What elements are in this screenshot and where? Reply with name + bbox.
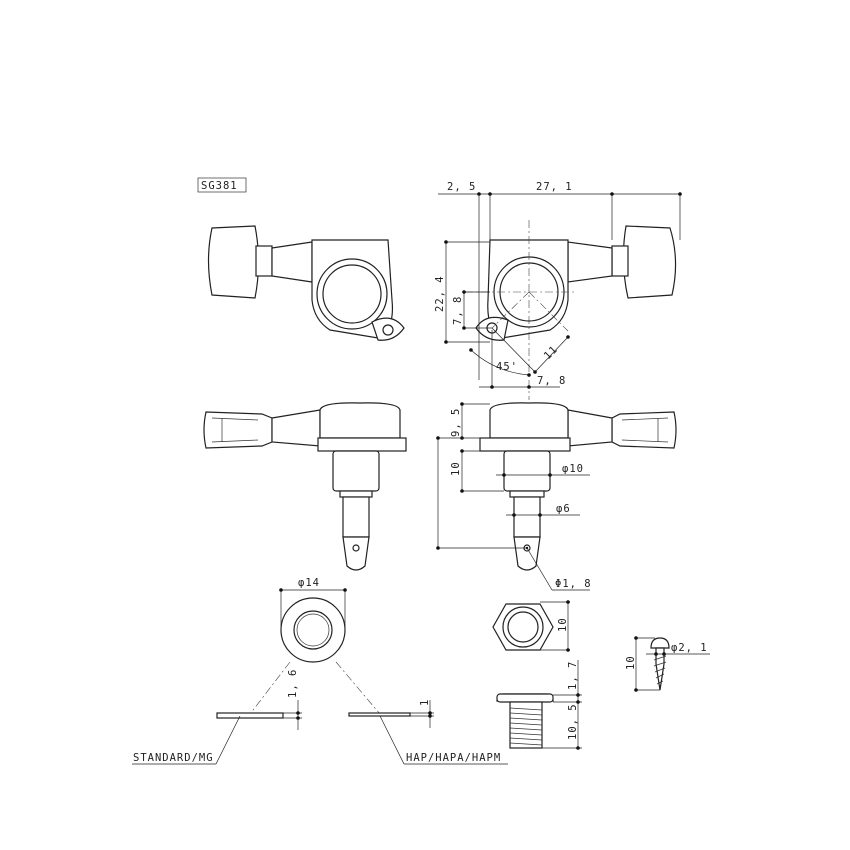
tuner-knob	[203, 411, 273, 449]
dim-9-5: 9, 5	[450, 408, 462, 437]
knob-collar	[255, 245, 273, 277]
dim-7-8-horizontal: 7, 8	[537, 375, 566, 387]
dim-phi6: φ6	[556, 503, 571, 515]
washer: φ14 1, 6 1 STANDARD/MG HAP/HAPA/HAPM	[132, 577, 508, 765]
mounting-ear	[371, 317, 405, 341]
dim-11: 11	[542, 343, 561, 362]
dim-phi10: φ10	[562, 463, 584, 475]
dim-phi2-1: φ2, 1	[671, 642, 708, 654]
dim-1-7: 1, 7	[567, 661, 579, 690]
dim-10-screw: 10	[625, 655, 637, 670]
dim-7-8-vertical: 7, 8	[452, 296, 464, 325]
dim-10-bushing: 10	[450, 461, 462, 476]
wood-screw: 10 φ2, 1	[625, 636, 710, 692]
dim-10-nut: 10	[557, 617, 569, 632]
model-label-text: SG381	[201, 180, 238, 192]
dim-1: 1	[419, 699, 431, 706]
dim-2-5: 2, 5	[447, 181, 476, 193]
string-post	[342, 536, 370, 571]
hex-nut: 10 1, 7 10, 5	[492, 600, 582, 750]
callout-hap-hapa-hapm: HAP/HAPA/HAPM	[406, 752, 501, 764]
tuner-side-view-left	[203, 402, 407, 571]
tuner-side-view-right	[479, 402, 677, 571]
washer-hap	[348, 712, 411, 717]
tuner-knob	[622, 225, 677, 299]
tuner-front-view-right	[465, 220, 677, 400]
bushing-post	[332, 450, 380, 492]
tuner-knob	[207, 225, 260, 299]
dimensions-side: 9, 5 10 φ10 φ6 Φ1, 8	[436, 402, 592, 591]
dimensions-front: 2, 5 27, 1 22, 4 7, 8 11 45' 7, 8	[434, 181, 682, 389]
dim-1-6: 1, 6	[287, 669, 299, 698]
gear-shaft	[271, 241, 313, 283]
callout-standard-mg: STANDARD/MG	[133, 752, 214, 764]
tuner-knob	[611, 411, 677, 449]
dim-22-4: 22, 4	[434, 275, 446, 312]
dim-10-5: 10, 5	[567, 703, 579, 740]
dim-phi14: φ14	[298, 577, 320, 589]
dim-27-1: 27, 1	[536, 181, 573, 193]
tuner-front-view-left	[207, 225, 405, 341]
dim-phi1-8: Φ1, 8	[555, 578, 592, 590]
dim-45-deg: 45'	[496, 361, 518, 373]
model-label: SG381	[197, 177, 247, 193]
washer-standard	[216, 712, 284, 719]
housing	[319, 402, 401, 439]
housing	[489, 402, 569, 439]
